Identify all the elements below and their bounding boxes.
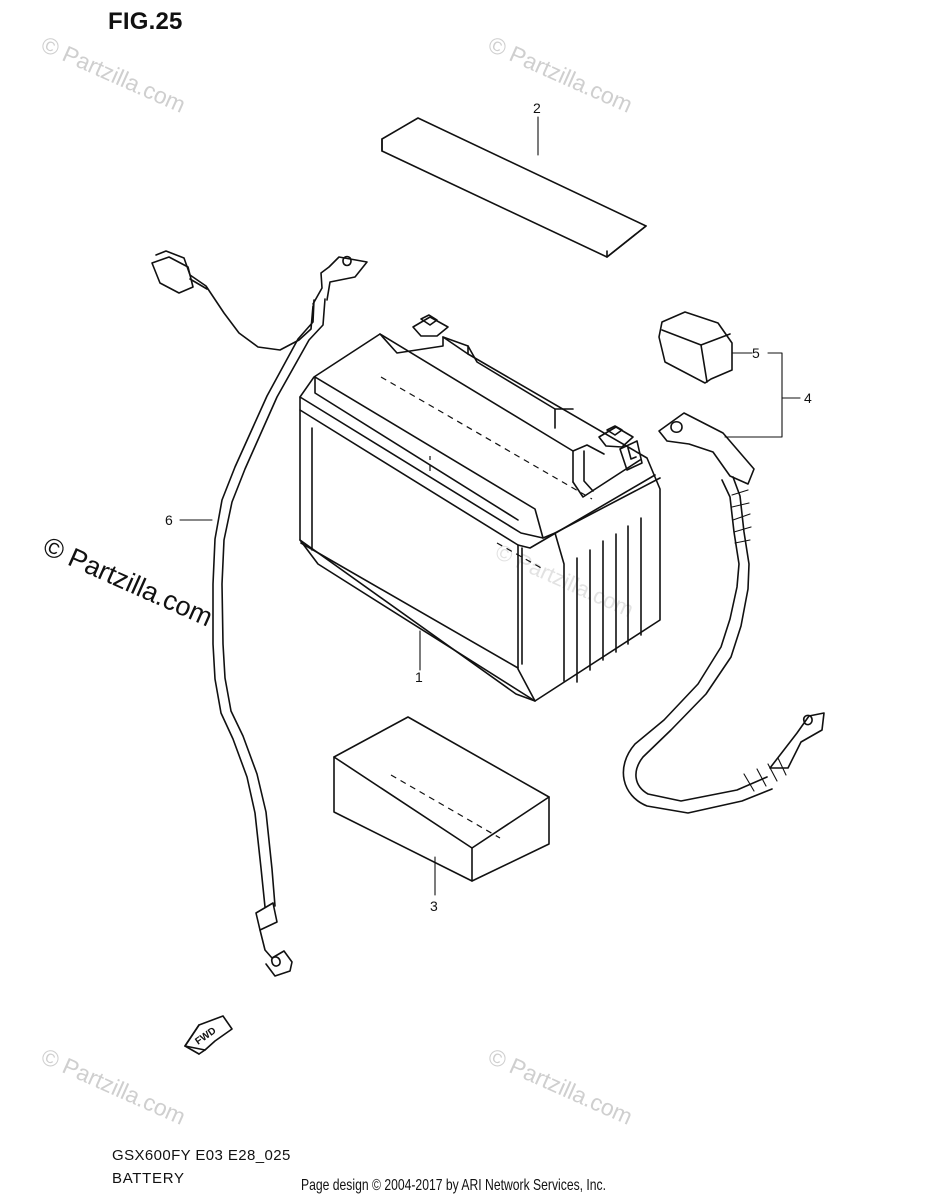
callout-2: 2: [533, 100, 541, 116]
figure-title: FIG.25: [108, 8, 183, 35]
callout-6: 6: [165, 512, 173, 528]
callout-5: 5: [752, 345, 760, 361]
callout-3: 3: [430, 898, 438, 914]
battery-pad: [333, 716, 550, 882]
positive-cable-assembly: [622, 412, 825, 814]
battery-cover-plate: [381, 117, 647, 258]
model-code: GSX600FY E03 E28_025: [112, 1147, 291, 1164]
callout-bracket-4-5: [724, 352, 783, 438]
copyright-notice: Page design © 2004-2017 by ARI Network S…: [301, 1177, 607, 1194]
negative-cable: [151, 250, 368, 977]
terminal-cover: [658, 311, 753, 384]
callout-1: 1: [415, 669, 423, 685]
battery: [299, 314, 661, 702]
section-name: BATTERY: [112, 1170, 185, 1187]
fwd-arrow-icon: FWD: [184, 1015, 233, 1055]
callout-4: 4: [804, 390, 812, 406]
